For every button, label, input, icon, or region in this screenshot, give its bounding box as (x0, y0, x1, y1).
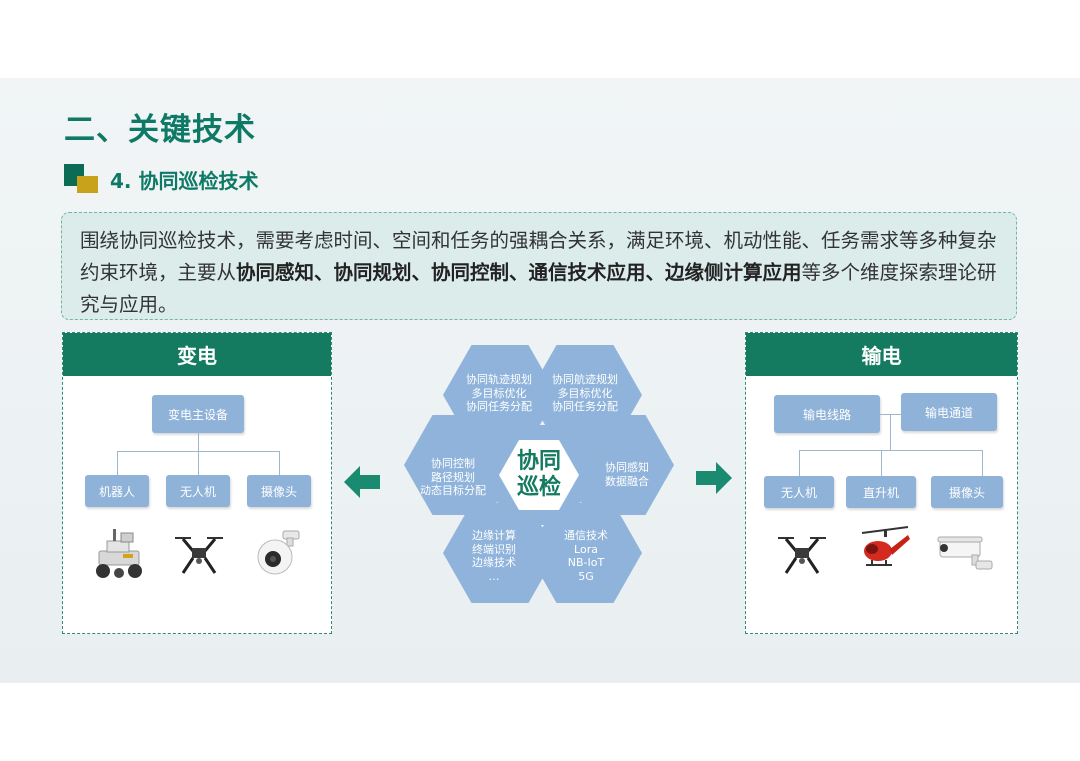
dome-camera-icon (257, 530, 300, 575)
robot-icon (96, 529, 142, 578)
transmission-line-node: 输电线路 (774, 395, 880, 433)
left-arrow-icon (344, 466, 380, 498)
section-subtitle-text: 4. 协同巡检技术 (110, 168, 259, 193)
intro-text-part2: 等多个维度探索理论研究与应用。 (80, 261, 997, 316)
hex-right-text: 协同感知数据融合 (605, 461, 649, 488)
transmission-corridor-node: 输电通道 (901, 393, 997, 431)
intro-box: 围绕协同巡检技术，需要考虑时间、空间和任务的强耦合关系，满足环境、机动性能、任务… (61, 212, 1017, 320)
camera-node: 摄像头 (247, 475, 311, 507)
robot-node: 机器人 (85, 475, 149, 507)
right-arrow-icon (696, 462, 732, 494)
hex-top-right-text: 协同航迹规划多目标优化协同任务分配 (552, 373, 618, 413)
collaborative-inspection-diagram: 协同轨迹规划多目标优化协同任务分配 协同航迹规划多目标优化协同任务分配 协同控制… (404, 345, 674, 607)
section-marker-icon (64, 164, 100, 194)
substation-panel-title: 变电 (63, 333, 331, 376)
helicopter-icon (861, 526, 910, 566)
hex-center-label: 协同巡检 (516, 449, 561, 500)
drone-node: 无人机 (166, 475, 230, 507)
section-subtitle: 4. 协同巡检技术 (64, 164, 258, 194)
transmission-panel-title: 输电 (746, 333, 1017, 376)
drone-icon (175, 537, 223, 574)
intro-text-part1: 围绕协同巡检技术，需要考虑时间、空间和任务的强耦合关系，满足环境、机动性能、任务… (80, 229, 997, 284)
camera-node: 摄像头 (931, 476, 1003, 508)
drone-icon (778, 537, 826, 574)
drone-node: 无人机 (764, 476, 834, 508)
helicopter-node: 直升机 (846, 476, 916, 508)
page-title: 二、关键技术 (64, 112, 256, 148)
substation-panel: 变电 变电主设备 机器人 无人机 摄像头 (62, 332, 332, 634)
transmission-panel: 输电 输电线路 输电通道 无人机 直升机 摄像头 (745, 332, 1018, 634)
hex-left-text: 协同控制路径规划动态目标分配 (420, 457, 486, 497)
substation-equipment-node: 变电主设备 (152, 395, 244, 433)
hex-bottom-left-text: 边缘计算终端识别边缘技术… (472, 529, 516, 583)
intro-text-bold: 协同感知、协同规划、协同控制、通信技术应用、边缘侧计算应用 (236, 261, 802, 284)
hex-top-left-text: 协同轨迹规划多目标优化协同任务分配 (466, 373, 532, 413)
bullet-camera-icon (937, 536, 993, 570)
